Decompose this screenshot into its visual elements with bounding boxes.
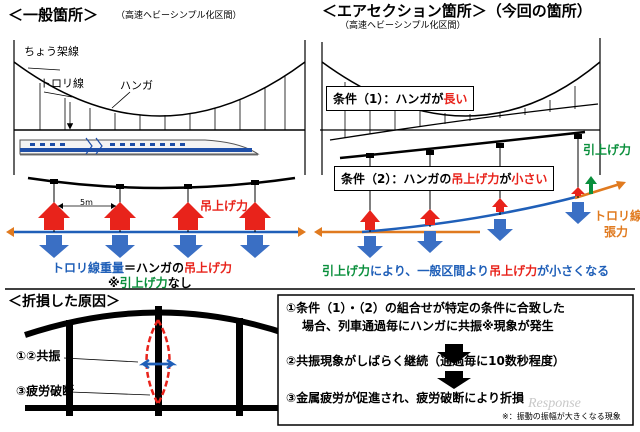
right-subtitle: （高速ヘビーシンプル化区間） (340, 21, 466, 31)
cond1-text: 条件（1）：ハンガが (333, 92, 444, 106)
left-red-arrows (38, 202, 271, 230)
left-title: ＜一般箇所＞ (8, 6, 99, 24)
right-title: ＜エアセクション箇所＞（今回の箇所） (322, 2, 592, 20)
rb-part3: 吊上げ力 (489, 264, 538, 278)
left-equation: トロリ線重量＝ハンガの吊上げ力 (52, 262, 232, 274)
rb-part2: により、一般区間より (370, 264, 490, 278)
cause-figure (24, 306, 291, 416)
label-hanger: ハンガ (120, 79, 153, 92)
left-orange-arrow-left (6, 227, 14, 237)
label-trolley: トロリ線 (40, 77, 84, 90)
watermark: Response (528, 396, 581, 411)
label-tension-2: 張力 (604, 225, 629, 239)
left-orange-arrow-right (298, 227, 306, 237)
footnote: ※：振動の振幅が大きくなる現象 (502, 412, 621, 421)
leader-hanger (111, 91, 131, 109)
left-blue-arrows (39, 235, 270, 258)
label-spacing: 5m (80, 198, 93, 207)
label-resonance: ①②共振 (16, 349, 61, 363)
label-fatigue: ③疲労破断 (16, 384, 75, 398)
condition-2-box: 条件（2）：ハンガの吊上げ力が小さい (334, 166, 555, 191)
label-lift-force: 吊上げ力 (200, 199, 249, 213)
label-pull-force: 引上げ力 (583, 143, 632, 157)
left-messenger-wire (13, 61, 306, 117)
rb-part1: 引上げ力 (322, 264, 371, 278)
right-force-diagram (314, 130, 626, 258)
step1-line1: ①条件（1）・（2）の組合せが特定の条件に合致した (286, 301, 565, 315)
cond2-red2: 小さい (511, 172, 548, 186)
eq-part2: ＝ハンガの (124, 261, 185, 275)
left-catenary (13, 40, 306, 175)
shinkansen-train (19, 137, 260, 156)
cause-title: ＜折損した原因＞ (8, 294, 120, 310)
left-hangers (39, 76, 286, 130)
leader-trolley (43, 91, 73, 98)
cond1-red: 長い (443, 92, 468, 106)
label-tension-1: トロリ線 (594, 209, 640, 223)
step2-text: ②共振現象がしばらく継続（通過毎に10数秒程度） (286, 354, 565, 368)
note-red: 引上げ力 (119, 276, 168, 290)
eq-part3: 吊上げ力 (184, 261, 233, 275)
note-suffix: なし (167, 276, 192, 290)
cond2-mid: が (499, 172, 512, 186)
step3-text: ③金属疲労が促進され、疲労破断により折損 (286, 391, 525, 405)
right-bottom-text: 引上げ力により、一般区間より吊上げ力が小さくなる (322, 265, 609, 277)
cond2-red1: 吊上げ力 (451, 172, 500, 186)
note-prefix: ※ (108, 276, 120, 290)
left-force-diagram (6, 176, 306, 258)
step-arrow-2 (437, 371, 471, 389)
left-force-messenger (27, 176, 296, 190)
left-clamps (50, 179, 259, 189)
step-arrow-1 (437, 344, 471, 364)
step1-line2: 場合、列車通過毎にハンガに共振※現象が発生 (302, 319, 554, 333)
green-pull-arrow (585, 176, 597, 194)
left-note: ※引上げ力なし (108, 277, 192, 289)
eq-part1: トロリ線重量 (52, 261, 125, 275)
label-messenger: ちょう架線 (24, 45, 79, 58)
cond2-text: 条件（2）：ハンガの (341, 172, 452, 186)
rb-part4: が小さくなる (537, 264, 610, 278)
left-subtitle: （高速ヘビーシンプル化区間） (116, 11, 242, 21)
condition-1-box: 条件（1）：ハンガが長い (326, 86, 475, 111)
leader-messenger (27, 67, 61, 71)
